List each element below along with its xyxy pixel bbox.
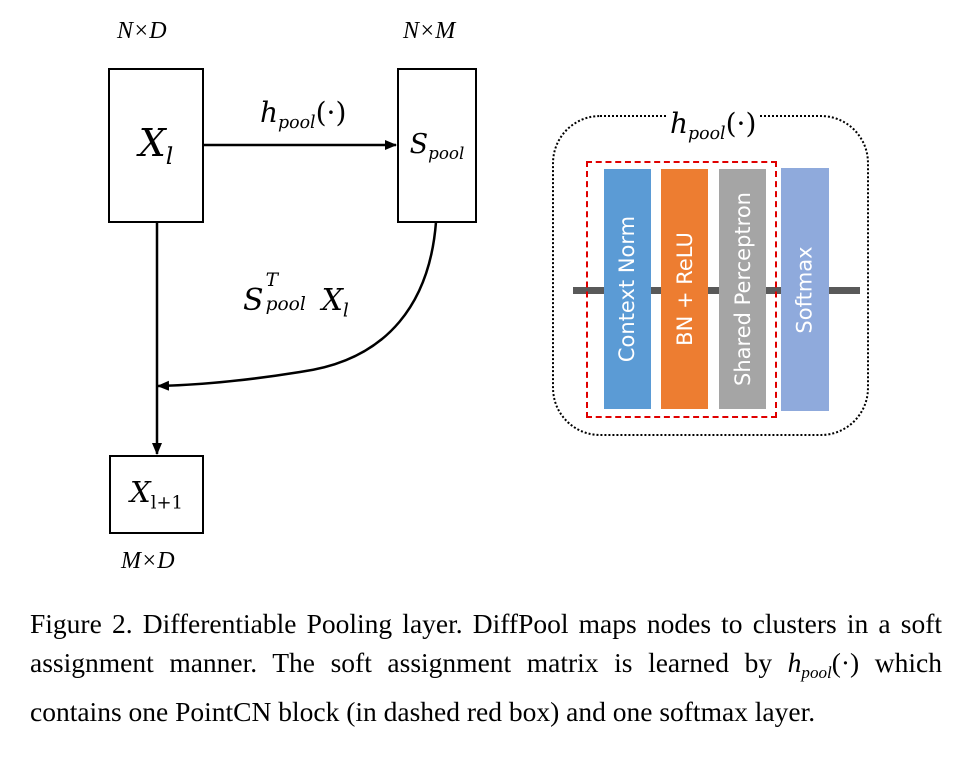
node-spool: Spool [397, 68, 477, 223]
dim-label-spool: N×M [403, 18, 456, 44]
node-xl-sub: l [165, 142, 174, 171]
diagram-connectors [152, 140, 438, 455]
panel-title-base: h [670, 107, 689, 140]
node-xl-base: X [138, 120, 166, 165]
edge-product-tail-sub: l [342, 300, 349, 322]
block-shared-perceptron: Shared Perceptron [719, 169, 766, 409]
edge-hpool-base: h [260, 96, 279, 129]
dim-label-xl: N×D [117, 18, 167, 44]
figure-caption: Figure 2. Differentiable Pooling layer. … [30, 604, 942, 731]
edge-product-base: S [243, 283, 264, 318]
caption-math-arg: (·) [831, 647, 860, 678]
block-shared-perceptron-label: Shared Perceptron [730, 192, 755, 386]
node-xl1: Xl+1 [109, 455, 204, 534]
caption-math-sub: pool [801, 662, 832, 682]
block-bn-relu: BN + ReLU [661, 169, 708, 409]
block-context-norm: Context Norm [604, 169, 651, 409]
edge-product-sub: pool [265, 294, 306, 315]
edge-hpool-sub: pool [278, 113, 316, 134]
node-spool-sub: pool [428, 142, 465, 163]
block-context-norm-label: Context Norm [615, 215, 640, 363]
pointcn-dashed-box [586, 161, 777, 418]
block-bn-relu-label: BN + ReLU [672, 232, 697, 346]
node-xl1-sub: l+1 [150, 492, 183, 514]
edge-hpool-arg: (·) [315, 96, 347, 129]
caption-part1: Figure 2. Differentiable Pooling layer. … [30, 608, 942, 678]
node-xl1-base: X [130, 475, 151, 510]
edge-product-sup: T [265, 270, 278, 291]
edge-product-tail-base: X [321, 283, 343, 318]
caption-part2: which contains one PointCN block (in das… [30, 647, 942, 727]
arrow-product-curve [157, 221, 438, 391]
node-xl: Xl [108, 68, 204, 223]
node-spool-base: S [409, 128, 429, 160]
edge-label-hpool: hpool(·) [260, 96, 346, 133]
caption-math: h [787, 647, 802, 678]
panel-title-arg: (·) [725, 107, 757, 140]
block-softmax-label: Softmax [793, 245, 818, 334]
hpool-panel-title: hpool(·) [666, 107, 761, 145]
panel-title-sub: pool [688, 124, 726, 145]
panel-horizontal-bar [573, 287, 860, 294]
block-softmax: Softmax [781, 168, 829, 411]
dim-label-xl1: M×D [121, 548, 175, 574]
